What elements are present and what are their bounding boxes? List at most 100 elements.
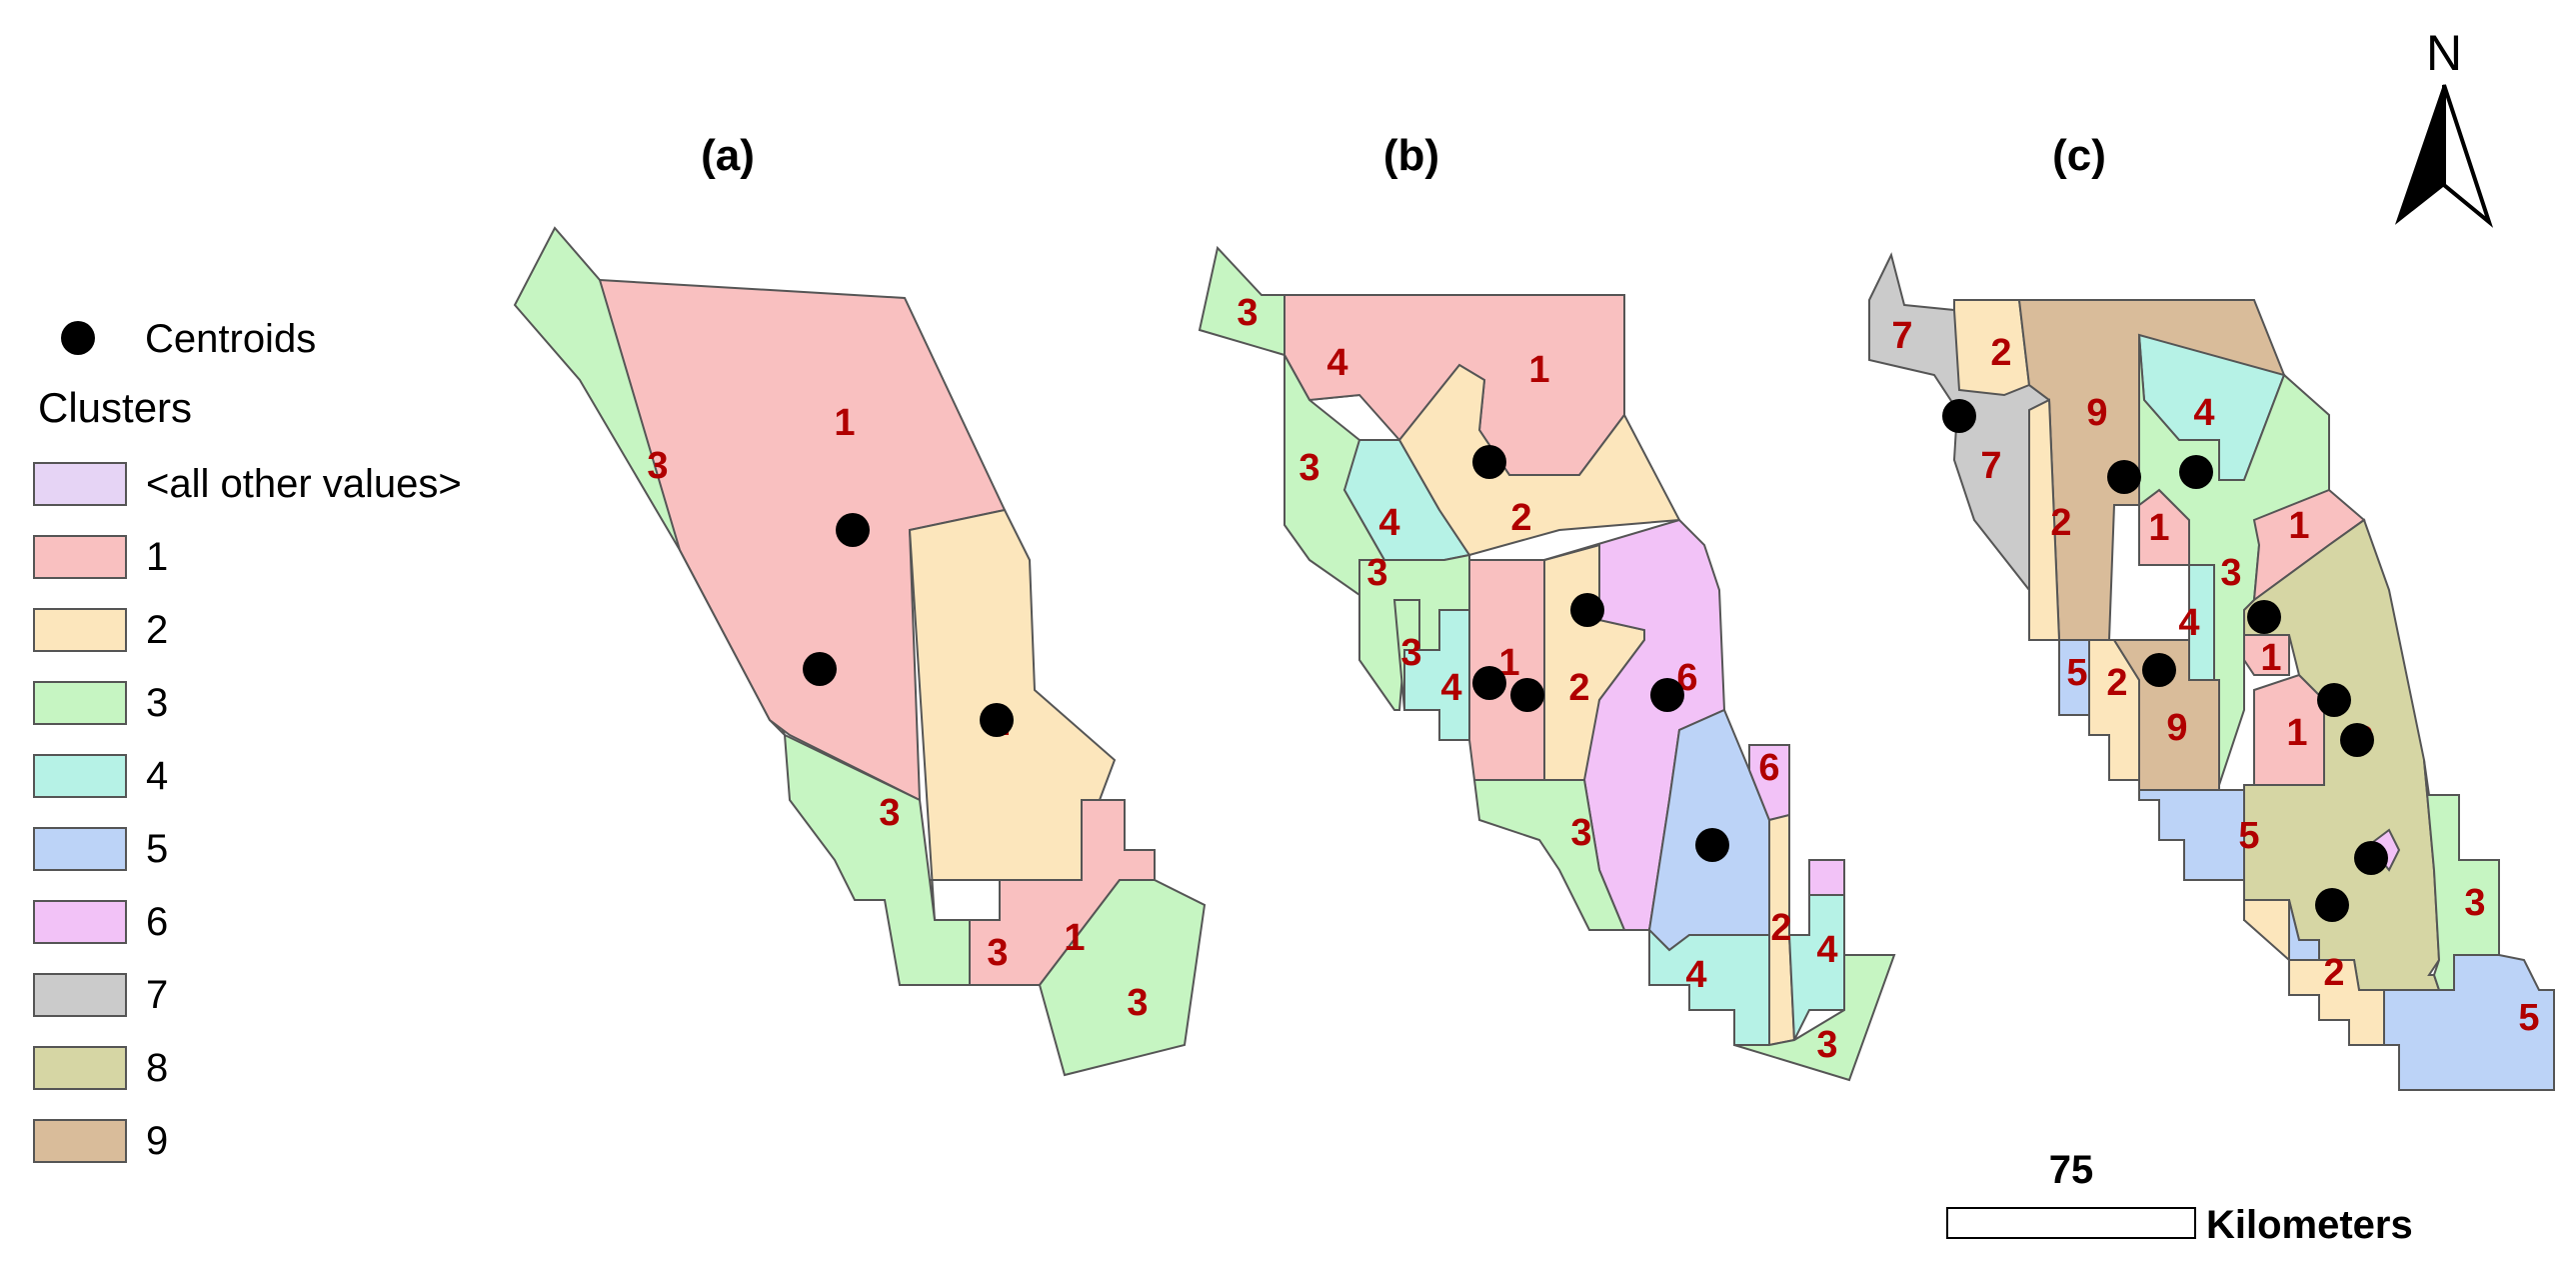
panel-b-labels: 3 4 1 3 4 2 3 3 4 1 2 6 3 6 6 2 4 4 3 (1237, 292, 1837, 1066)
centroid-a-2 (803, 652, 837, 686)
scale-bar-value: 75 (2049, 1148, 2094, 1192)
label-b-4-mid: 4 (1440, 667, 1461, 709)
panel-c-title: (c) (2052, 131, 2106, 180)
legend-swatch-4 (33, 754, 127, 798)
label-b-4-south: 4 (1685, 954, 1706, 996)
label-c-5-south: 5 (2238, 815, 2259, 857)
label-a-3-middle: 3 (879, 792, 900, 834)
north-arrow: N (2394, 25, 2494, 228)
legend-swatch-7 (33, 973, 127, 1017)
centroid-b-4 (1510, 678, 1544, 712)
label-c-4-north: 4 (2193, 392, 2214, 434)
region-a-cluster3-southeast (1038, 879, 1207, 1077)
label-c-2-nw: 2 (1990, 332, 2011, 374)
label-b-4-nw: 4 (1326, 342, 1347, 384)
legend-label-9: 9 (146, 1119, 168, 1163)
centroid-b-2 (1570, 593, 1604, 627)
region-b-cluster4-south (1648, 927, 1770, 1046)
label-c-1-nw: 1 (2148, 507, 2169, 549)
region-c-cluster5-se (2383, 954, 2555, 1091)
legend-swatch-6 (33, 900, 127, 944)
region-a-cluster3-middle (783, 733, 971, 986)
legend-swatch-1 (33, 535, 127, 579)
region-c-cluster2-south (2243, 899, 2385, 1046)
legend-label-0: <all other values> (146, 462, 462, 506)
label-c-2-south: 2 (2323, 952, 2344, 994)
panel-c-centroids (1942, 399, 2388, 922)
legend-swatch-5 (33, 827, 127, 871)
label-a-3-west: 3 (647, 445, 668, 487)
panel-b-title: (b) (1383, 131, 1439, 180)
panel-a-map (513, 226, 1207, 1077)
label-c-7-south: 7 (1980, 445, 2001, 487)
region-b-cluster3-south (1472, 779, 1626, 931)
region-b-cluster3-se (1733, 954, 1896, 1082)
label-c-5-west: 5 (2066, 652, 2087, 694)
label-b-3-nw: 3 (1237, 292, 1258, 334)
label-b-1-center: 1 (1498, 642, 1519, 684)
legend-label-4: 4 (146, 754, 168, 798)
label-c-7-north: 7 (1891, 315, 1912, 357)
region-c-cluster2-west (2028, 398, 2061, 641)
legend-label-7: 7 (146, 973, 168, 1017)
label-c-2-west: 2 (2050, 502, 2071, 544)
label-b-3-left: 3 (1400, 632, 1421, 674)
centroid-a-3 (980, 703, 1014, 737)
label-c-9-south: 9 (2166, 707, 2187, 749)
label-c-9-north: 9 (2086, 392, 2107, 434)
label-a-1-south: 1 (1064, 917, 1085, 959)
legend-label-2: 2 (146, 608, 168, 652)
panel-a-centroids (803, 513, 1014, 737)
label-a-3-southeast: 3 (1127, 982, 1148, 1024)
centroid-c-3 (2179, 455, 2213, 489)
centroid-c-1 (1942, 399, 1976, 433)
centroid-c-8 (2354, 841, 2388, 875)
legend-label-6: 6 (146, 900, 168, 944)
legend-centroids-label: Centroids (145, 317, 316, 361)
panel-c-labels: 7 2 9 4 7 2 1 3 1 4 5 2 9 1 1 8 5 6 3 2 … (1891, 315, 2539, 1039)
label-c-3-center: 3 (2220, 552, 2241, 594)
legend-swatch-9 (33, 1119, 127, 1163)
region-c-cluster9-south (2112, 639, 2220, 791)
legend-label-1: 1 (146, 535, 168, 579)
centroid-c-7 (2340, 723, 2374, 757)
centroid-b-5 (1650, 678, 1684, 712)
label-c-5-se: 5 (2518, 997, 2539, 1039)
label-c-1-center-b: 1 (2286, 712, 2307, 754)
north-arrow-left-half (2394, 84, 2445, 225)
label-c-1-ne: 1 (2288, 505, 2309, 547)
legend-centroid-symbol (61, 321, 95, 355)
label-c-4-center: 4 (2178, 602, 2199, 644)
label-b-3-south: 3 (1570, 812, 1591, 854)
label-b-2-center: 2 (1568, 667, 1589, 709)
panel-b-map (1198, 245, 1896, 1082)
legend-swatch-2 (33, 608, 127, 652)
label-a-3-south: 3 (987, 932, 1008, 974)
region-b-cluster4-east (1787, 894, 1845, 1044)
legend-swatch-0 (33, 462, 127, 506)
label-c-3-east: 3 (2464, 882, 2485, 924)
centroid-c-6 (2317, 683, 2351, 717)
centroid-c-5 (2142, 653, 2176, 687)
legend-label-3: 3 (146, 681, 168, 725)
scale-bar: 75 Kilometers (1946, 1148, 2413, 1247)
centroid-b-6 (1695, 828, 1729, 862)
scale-bar-unit: Kilometers (2206, 1203, 2413, 1247)
centroid-c-2 (2107, 460, 2141, 494)
scale-bar-box (1946, 1207, 2196, 1239)
label-b-6-east: 6 (1758, 747, 1779, 789)
legend-label-8: 8 (146, 1046, 168, 1090)
legend-swatch-8 (33, 1046, 127, 1090)
region-b-cluster2-north (1397, 363, 1681, 557)
label-b-3-west: 3 (1298, 447, 1319, 489)
panel-a-title: (a) (701, 131, 755, 180)
label-b-1-north: 1 (1528, 349, 1549, 391)
centroid-a-1 (836, 513, 870, 547)
north-arrow-label: N (2426, 25, 2462, 81)
centroid-b-3 (1472, 666, 1506, 700)
label-c-2-center: 2 (2106, 662, 2127, 704)
label-b-2-north: 2 (1510, 497, 1531, 539)
label-b-3-se: 3 (1816, 1024, 1837, 1066)
